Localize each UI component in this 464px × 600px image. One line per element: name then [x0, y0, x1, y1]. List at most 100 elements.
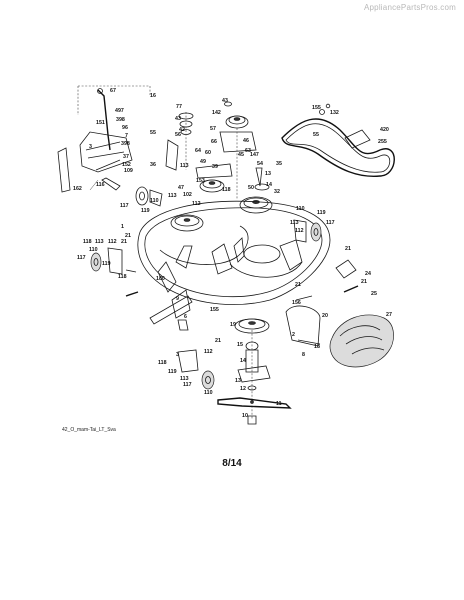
- part-callout-110: 110: [89, 247, 98, 253]
- part-callout-497: 497: [115, 108, 124, 114]
- part-callout-37: 37: [123, 154, 129, 160]
- part-callout-9: 9: [176, 296, 179, 302]
- part-callout-46: 46: [243, 138, 249, 144]
- part-callout-63: 63: [245, 148, 251, 154]
- part-callout-117: 117: [326, 220, 335, 226]
- part-callout-119: 119: [168, 369, 177, 375]
- part-callout-142: 142: [212, 110, 221, 116]
- part-callout-14: 14: [266, 182, 272, 188]
- part-callout-16: 16: [150, 93, 156, 99]
- part-callout-21: 21: [215, 338, 221, 344]
- part-callout-21: 21: [125, 233, 131, 239]
- part-callout-21: 21: [361, 279, 367, 285]
- part-callout-117: 117: [183, 382, 192, 388]
- part-callout-66: 66: [211, 139, 217, 145]
- part-callout-21: 21: [345, 246, 351, 252]
- part-callout-19: 19: [230, 322, 236, 328]
- part-callout-6: 6: [184, 314, 187, 320]
- part-callout-67: 67: [110, 88, 116, 94]
- part-callout-8: 8: [302, 352, 305, 358]
- part-callout-132: 132: [330, 110, 339, 116]
- part-callout-39: 39: [212, 164, 218, 170]
- part-callout-45: 45: [238, 152, 244, 158]
- gauge-wheel-right-upper: [293, 219, 322, 243]
- part-callout-27: 27: [386, 312, 392, 318]
- front-brackets: [125, 259, 359, 331]
- part-callout-55: 55: [313, 132, 319, 138]
- spindle-blade-assembly: [217, 318, 292, 425]
- watermark: AppliancePartsPros.com: [364, 3, 456, 12]
- part-callout-110: 110: [204, 390, 213, 396]
- part-callout-50: 50: [248, 185, 254, 191]
- part-callout-12: 12: [240, 386, 246, 392]
- part-callout-7: 7: [125, 133, 128, 139]
- part-callout-155: 155: [210, 307, 219, 313]
- part-callout-119: 119: [317, 210, 326, 216]
- part-callout-3: 3: [176, 352, 179, 358]
- part-callout-24: 24: [365, 271, 371, 277]
- part-callout-113: 113: [180, 163, 189, 169]
- part-callout-43: 43: [175, 116, 181, 122]
- part-callout-116: 116: [96, 182, 105, 188]
- part-callout-110: 110: [150, 198, 159, 204]
- part-callout-49: 49: [200, 159, 206, 165]
- part-callout-118: 118: [158, 360, 167, 366]
- part-callout-118: 118: [118, 274, 127, 280]
- part-callout-112: 112: [108, 239, 117, 245]
- part-callout-36: 36: [150, 162, 156, 168]
- part-callout-32: 32: [274, 189, 280, 195]
- part-callout-102: 102: [183, 192, 192, 198]
- part-callout-156: 156: [292, 300, 301, 306]
- part-callout-64: 64: [195, 148, 201, 154]
- part-callout-113: 113: [180, 376, 189, 382]
- part-callout-1: 1: [121, 224, 124, 230]
- center-pulley-stack: [165, 112, 194, 171]
- mid-pulley: [195, 163, 233, 193]
- lift-lever-assembly: [57, 85, 151, 193]
- part-callout-43: 43: [222, 98, 228, 104]
- part-callout-117: 117: [77, 255, 86, 261]
- part-callout-35: 35: [276, 161, 282, 167]
- part-callout-96: 96: [122, 125, 128, 131]
- drive-belt: [281, 103, 395, 177]
- part-callout-2: 2: [292, 332, 295, 338]
- part-callout-11: 11: [276, 401, 282, 407]
- part-callout-47: 47: [178, 185, 184, 191]
- part-callout-420: 420: [380, 127, 389, 133]
- part-callout-21: 21: [295, 282, 301, 288]
- upper-right-pulley: [219, 101, 257, 200]
- part-callout-13: 13: [265, 171, 271, 177]
- part-callout-10: 10: [242, 413, 248, 419]
- part-callout-25: 25: [371, 291, 377, 297]
- part-callout-20: 20: [322, 313, 328, 319]
- part-callout-113: 113: [168, 193, 177, 199]
- part-callout-152: 152: [122, 162, 131, 168]
- part-callout-119: 119: [141, 208, 150, 214]
- part-callout-398: 398: [116, 117, 125, 123]
- belt-guard: [285, 305, 321, 347]
- part-callout-110: 110: [296, 206, 305, 212]
- part-callout-147: 147: [250, 152, 259, 158]
- part-callout-60: 60: [205, 150, 211, 156]
- part-callout-55: 55: [150, 130, 156, 136]
- gauge-wheel-left: [90, 247, 137, 275]
- part-callout-398: 398: [121, 141, 130, 147]
- part-callout-54: 54: [257, 161, 263, 167]
- part-callout-77: 77: [176, 104, 182, 110]
- part-callout-18: 18: [314, 344, 320, 350]
- part-callout-155: 155: [312, 105, 321, 111]
- discharge-chute: [329, 314, 394, 368]
- part-callout-118: 118: [222, 187, 231, 193]
- part-callout-162: 162: [73, 186, 82, 192]
- part-callout-3: 3: [89, 144, 92, 150]
- mower-deck: [137, 200, 331, 305]
- part-callout-109: 109: [124, 168, 133, 174]
- idler-pulley-left-upper: [135, 186, 163, 207]
- part-callout-117: 117: [120, 203, 129, 209]
- part-callout-57: 57: [210, 126, 216, 132]
- part-callout-112: 112: [295, 228, 304, 234]
- part-callout-153: 153: [196, 178, 205, 184]
- drawing-reference-code: 42_O_mam-Tai_LT_Sva: [62, 427, 116, 433]
